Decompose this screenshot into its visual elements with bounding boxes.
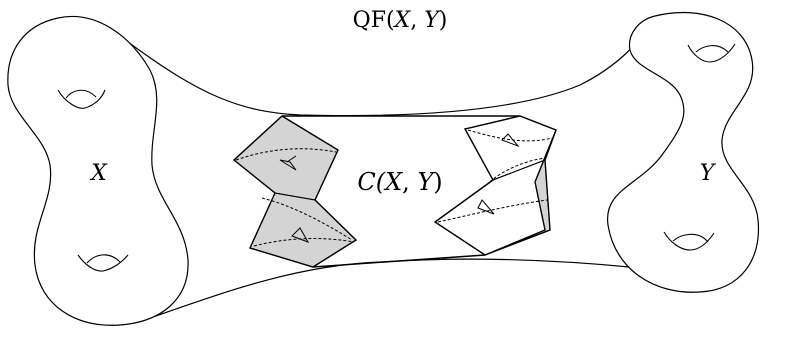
left-lower-handle	[77, 254, 129, 272]
left-lower-handle-inner	[86, 254, 121, 264]
core-right-lower-facet	[434, 159, 551, 256]
left-lower-bending-line	[253, 238, 355, 247]
right-surface-label: Y	[700, 161, 717, 186]
right-upper-angle-marker	[501, 133, 520, 148]
core-left-lower-facet	[249, 192, 357, 268]
right-lower-angle-marker	[477, 199, 495, 215]
core-right-upper-facet	[464, 115, 557, 181]
left-upper-handle	[57, 89, 106, 109]
right-upper-handle	[687, 43, 736, 63]
right-upper-bending-line	[467, 129, 553, 142]
right-lower-handle-inner	[672, 233, 709, 243]
left-upper-bending-line	[235, 148, 337, 161]
right-lower-handle	[663, 231, 715, 251]
left-lower-angle-marker	[291, 227, 310, 243]
manifold-bottom-boundary	[149, 258, 641, 319]
left-upper-handle-inner	[65, 89, 97, 99]
manifold-top-boundary	[127, 27, 649, 117]
right-upper-handle-inner	[695, 45, 729, 53]
right-lower-bending-line	[437, 199, 548, 223]
left-upper-angle-marker	[279, 155, 297, 171]
right-mid-bending-line	[489, 157, 547, 183]
diagram-title: QF(X, Y)	[353, 8, 448, 33]
left-surface-label: X	[89, 161, 108, 186]
convex-core-label: C(X, Y)	[357, 168, 442, 196]
left-surface-outline	[7, 16, 189, 326]
left-mid-bending-line	[261, 197, 353, 241]
right-surface-outline	[607, 12, 760, 293]
